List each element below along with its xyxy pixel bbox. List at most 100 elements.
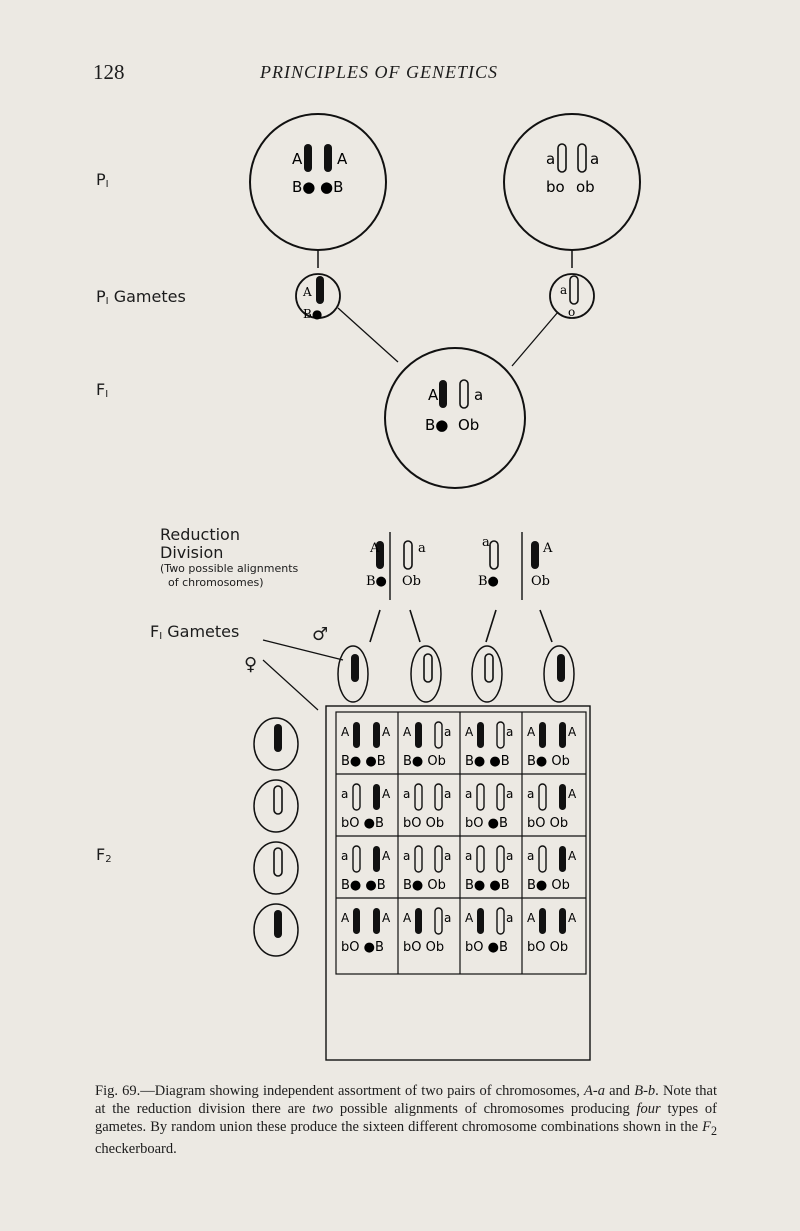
cell-chromosome: [497, 784, 504, 810]
cell-genotype: bO Ob: [527, 940, 568, 955]
f1-gametes-label: FI Gametes: [150, 622, 239, 642]
alignment-2: aB● A Ob: [478, 532, 553, 600]
svg-text:A: A: [302, 285, 312, 299]
cell-allele-label: a: [444, 787, 451, 801]
cell-genotype: bO ●B: [341, 940, 384, 955]
svg-text:B●: B●: [425, 416, 448, 434]
f2-label: F2: [96, 845, 112, 865]
svg-text:A: A: [337, 150, 348, 168]
cell-allele-label: a: [444, 911, 451, 925]
svg-text:a: a: [474, 386, 483, 404]
cell-allele-label: A: [382, 911, 391, 925]
cell-chromosome: [435, 784, 442, 810]
cell-chromosome: [559, 908, 566, 934]
cell-genotype: bO Ob: [403, 816, 444, 831]
cell-chromosome: [477, 784, 484, 810]
svg-text:●B: ●B: [320, 178, 343, 196]
cell-chromosome: [477, 846, 484, 872]
cell-chromosome: [539, 784, 546, 810]
cell-chromosome: [477, 908, 484, 934]
cell-genotype: bO Ob: [403, 940, 444, 955]
cell-allele-label: a: [465, 849, 472, 863]
svg-text:B●: B●: [366, 574, 387, 589]
svg-text:Ob: Ob: [402, 574, 421, 589]
svg-text:a: a: [482, 535, 490, 550]
cell-chromosome: [415, 722, 422, 748]
f1-circle: [385, 348, 525, 488]
cell-allele-label: A: [527, 911, 536, 925]
svg-text:a: a: [546, 150, 555, 168]
cell-allele-label: A: [403, 911, 412, 925]
cell-chromosome: [353, 784, 360, 810]
p1-parent-circle-right: [504, 114, 640, 250]
cell-chromosome: [539, 846, 546, 872]
cell-genotype: B● Ob: [527, 754, 570, 769]
cell-genotype: bO Ob: [527, 816, 568, 831]
cell-genotype: B● Ob: [527, 878, 570, 893]
svg-text:A: A: [542, 541, 553, 556]
cell-allele-label: a: [403, 849, 410, 863]
cell-allele-label: A: [341, 911, 350, 925]
cell-allele-label: a: [341, 787, 348, 801]
cell-chromosome: [497, 722, 504, 748]
cell-genotype: bO ●B: [465, 940, 508, 955]
alignment-1: A B● aOb: [366, 532, 426, 600]
cell-genotype: bO ●B: [341, 816, 384, 831]
male-gametes: [338, 646, 574, 702]
cell-chromosome: [497, 846, 504, 872]
cell-chromosome: [559, 784, 566, 810]
svg-text:Ob: Ob: [458, 416, 479, 434]
figure-caption: Fig. 69.—Diagram showing independent ass…: [95, 1082, 717, 1158]
cell-allele-label: A: [568, 787, 577, 801]
cell-allele-label: A: [382, 725, 391, 739]
f1-label: FI: [96, 380, 108, 400]
cell-allele-label: a: [341, 849, 348, 863]
cell-genotype: B● ●B: [341, 878, 386, 893]
svg-text:a: a: [560, 283, 567, 297]
svg-text:B●: B●: [292, 178, 315, 196]
svg-text:A: A: [428, 386, 439, 404]
cell-allele-label: a: [527, 849, 534, 863]
svg-text:Ob: Ob: [531, 574, 550, 589]
cell-allele-label: a: [506, 787, 513, 801]
cell-chromosome: [415, 908, 422, 934]
cell-allele-label: A: [382, 849, 391, 863]
p1-right-chromosomes: a a bo ob: [546, 144, 599, 196]
cell-allele-label: A: [465, 911, 474, 925]
cell-chromosome: [373, 784, 380, 810]
cell-allele-label: a: [444, 849, 451, 863]
cell-allele-label: a: [506, 725, 513, 739]
cell-chromosome: [559, 846, 566, 872]
svg-text:a: a: [418, 541, 426, 556]
cell-chromosome: [435, 846, 442, 872]
svg-text:ob: ob: [576, 178, 595, 196]
svg-text:a: a: [590, 150, 599, 168]
cell-chromosome: [497, 908, 504, 934]
cell-chromosome: [539, 908, 546, 934]
cell-allele-label: A: [382, 787, 391, 801]
cell-allele-label: A: [403, 725, 412, 739]
genetics-diagram: A A B● ●B a a bo ob AB● ao A a B● Ob AB●…: [0, 0, 800, 1080]
cell-genotype: B● Ob: [403, 754, 446, 769]
cell-chromosome: [435, 908, 442, 934]
cell-chromosome: [373, 722, 380, 748]
cell-chromosome: [353, 722, 360, 748]
female-symbol: ♀: [244, 654, 257, 675]
cell-allele-label: A: [465, 725, 474, 739]
cell-chromosome: [477, 722, 484, 748]
cell-genotype: B● ●B: [341, 754, 386, 769]
svg-text:B●: B●: [478, 574, 499, 589]
svg-text:A: A: [369, 541, 380, 556]
cell-allele-label: a: [506, 849, 513, 863]
p1-gametes-label: PI Gametes: [96, 287, 186, 307]
svg-text:o: o: [568, 305, 575, 319]
cell-chromosome: [415, 784, 422, 810]
cell-chromosome: [415, 846, 422, 872]
cell-allele-label: a: [403, 787, 410, 801]
cell-genotype: B● Ob: [403, 878, 446, 893]
female-gametes: [254, 718, 298, 956]
cell-allele-label: A: [341, 725, 350, 739]
cell-chromosome: [353, 846, 360, 872]
cell-chromosome: [373, 846, 380, 872]
